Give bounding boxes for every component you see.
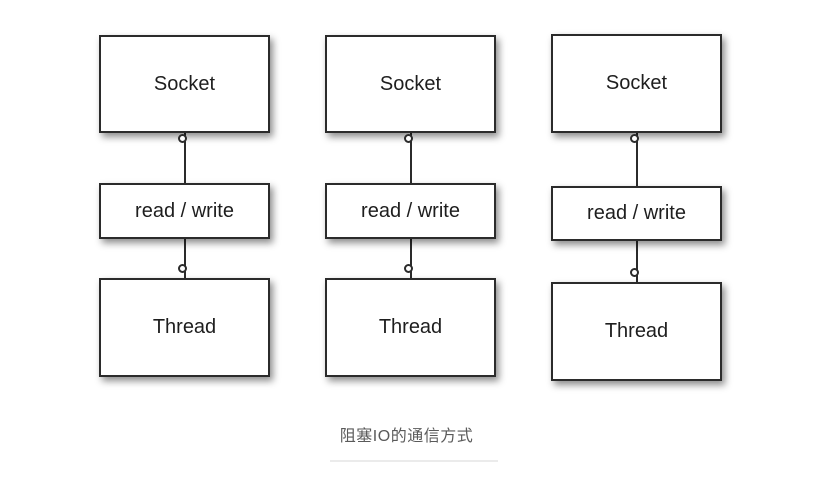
readwrite-to-thread-connector	[635, 241, 638, 282]
thread-box: Thread	[325, 278, 496, 377]
thread-label: Thread	[604, 320, 669, 342]
socket-label: Socket	[605, 72, 668, 94]
read-write-label: read / write	[587, 202, 686, 224]
thread-box: Thread	[551, 282, 722, 381]
thread-label: Thread	[152, 316, 217, 338]
socket-to-readwrite-connector	[635, 133, 638, 186]
socket-box: Socket	[325, 35, 496, 133]
thread-label: Thread	[378, 316, 443, 338]
diagram-column-3: Socket read / write Thread	[551, 0, 722, 420]
connector-circle	[630, 268, 639, 277]
connector-circle	[178, 264, 187, 273]
socket-to-readwrite-connector	[183, 133, 186, 183]
socket-box: Socket	[99, 35, 270, 133]
socket-label: Socket	[379, 72, 442, 95]
connector-circle	[404, 264, 413, 273]
read-write-box: read / write	[551, 186, 722, 241]
caption-divider	[330, 460, 498, 462]
connector-circle	[178, 134, 187, 143]
socket-label: Socket	[153, 72, 216, 95]
thread-box: Thread	[99, 278, 270, 377]
read-write-box: read / write	[325, 183, 496, 239]
diagram-column-2: Socket read / write Thread	[325, 0, 496, 420]
read-write-box: read / write	[99, 183, 270, 239]
read-write-label: read / write	[135, 199, 234, 222]
diagram-column-1: Socket read / write Thread	[99, 0, 270, 420]
socket-to-readwrite-connector	[409, 133, 412, 183]
diagram-caption: 阻塞IO的通信方式	[339, 428, 474, 445]
connector-circle	[630, 134, 639, 143]
socket-box: Socket	[551, 34, 722, 133]
read-write-label: read / write	[361, 199, 460, 222]
readwrite-to-thread-connector	[183, 239, 186, 278]
readwrite-to-thread-connector	[409, 239, 412, 278]
connector-circle	[404, 134, 413, 143]
